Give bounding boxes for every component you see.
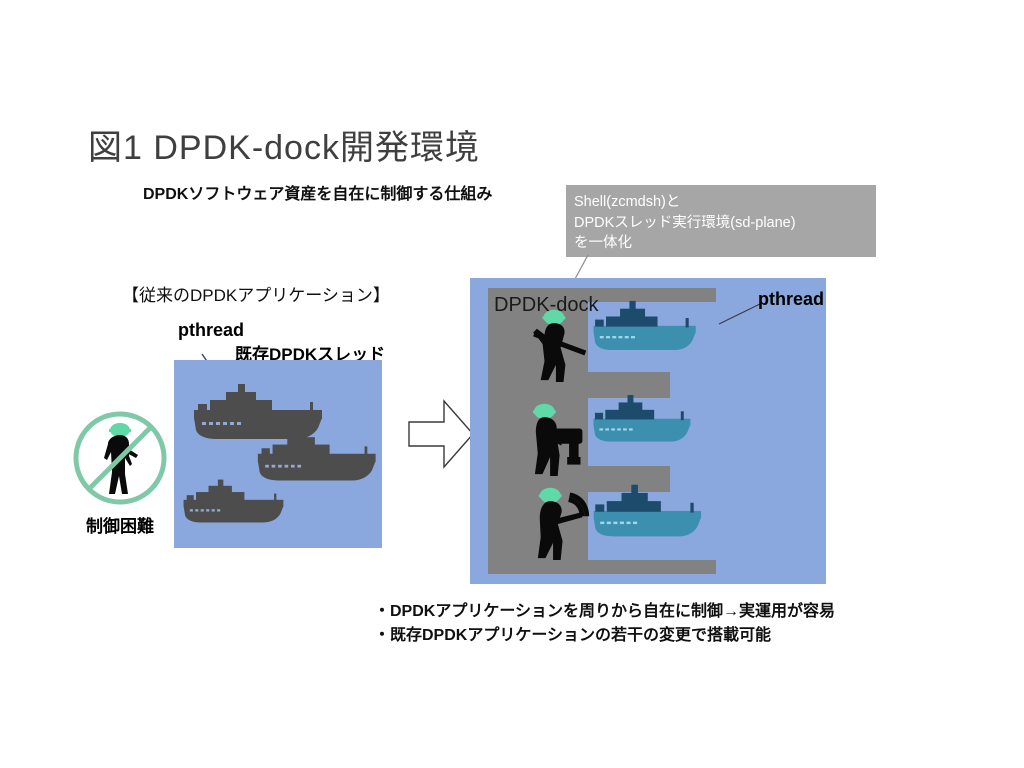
existing-dpdk-thread-label: 既存DPDKスレッド: [235, 345, 386, 364]
callout-line-1: Shell(zcmdsh)と: [574, 194, 681, 210]
dock-ship: [593, 484, 702, 537]
callout-box: Shell(zcmdsh)と DPDKスレッド実行環境(sd-plane) を一…: [566, 185, 876, 257]
legacy-ship: [257, 429, 376, 481]
bullet-list: ・DPDKアプリケーションを周りから自在に制御→実運用が容易 ・既存DPDKアプ…: [374, 600, 835, 648]
legacy-app-panel: [174, 360, 382, 548]
dock-ship: [593, 300, 696, 351]
page-subtitle: DPDKソフトウェア資産を自在に制御する仕組み: [143, 186, 493, 203]
dpdk-dock-label: DPDK-dock: [494, 294, 599, 316]
prohibition-icon: [73, 411, 167, 505]
page-title: 図1 DPDK-dock開発環境: [88, 129, 480, 167]
pthread-label-left: pthread: [178, 320, 245, 340]
bullet-item: ・DPDKアプリケーションを周りから自在に制御→実運用が容易: [374, 603, 836, 620]
legacy-app-heading: 【従来のDPDKアプリケーション】: [122, 286, 390, 305]
dock-structure-group: [488, 288, 716, 574]
pthread-leader-line-right: [718, 302, 763, 325]
transition-arrow-icon: [408, 399, 474, 469]
legacy-ship: [194, 384, 322, 439]
callout-line-3: を一体化: [574, 235, 632, 252]
legacy-ships-group: [183, 384, 376, 523]
bullet-item: ・既存DPDKアプリケーションの若干の変更で搭載可能: [374, 627, 772, 644]
control-difficult-label: 制御困難: [86, 517, 154, 536]
jackhammer-icon: [553, 428, 583, 465]
legacy-ship: [183, 479, 284, 523]
dock-worker: [533, 403, 583, 476]
pickaxe-icon: [542, 492, 590, 528]
dock-worker: [537, 487, 590, 560]
pthread-label-right: pthread: [758, 289, 825, 309]
dock-worker: [533, 309, 587, 382]
dock-ship: [593, 395, 691, 442]
sledgehammer-icon: [533, 331, 587, 356]
callout-line-2: DPDKスレッド実行環境(sd-plane): [574, 214, 796, 231]
